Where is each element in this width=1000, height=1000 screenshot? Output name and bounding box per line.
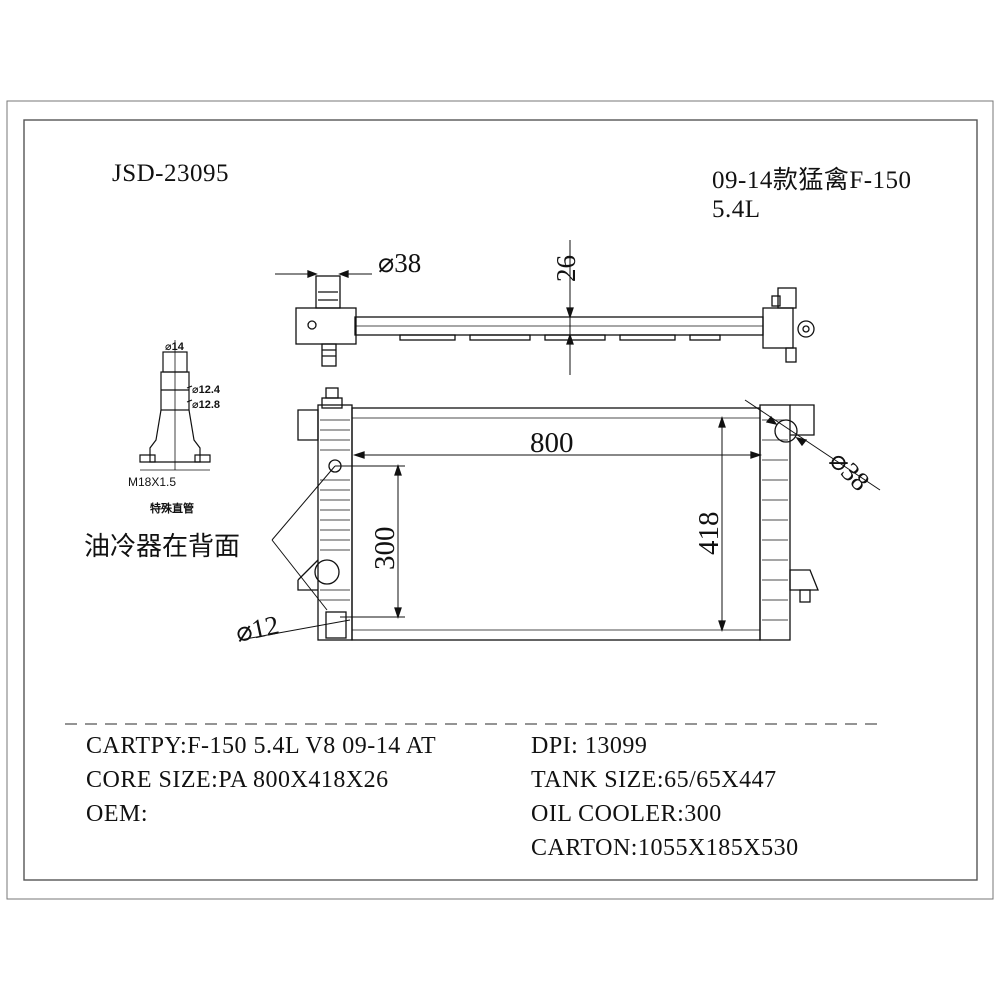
fitting-dia-mid: ⌀12.4 [192,384,221,396]
engine-size: 5.4L [712,196,761,223]
inner-frame [23,119,978,881]
dim-core-height: 418 [693,512,725,556]
dim-fitting-diameter: ⌀12 [233,610,282,648]
spec-dpi: DPI: 13099 [531,733,648,759]
dim-oil-cooler: 300 [369,527,401,571]
fitting-dia-top: ⌀14 [165,341,184,353]
top-view [275,240,815,375]
part-number: JSD-23095 [112,160,230,187]
outer-frame [6,100,994,900]
dim-inlet-diameter: ⌀38 [378,248,421,278]
dim-thickness: 26 [551,255,581,282]
model-title: 09-14款猛禽F-150 [712,167,912,194]
spec-oem: OEM: [86,801,148,827]
fitting-dia-low: ⌀12.8 [192,399,221,411]
fitting-thread: M18X1.5 [128,475,177,489]
dim-core-width: 800 [530,427,574,459]
spec-cartpy: CARTPY:F-150 5.4L V8 09-14 AT [86,733,437,759]
spec-tank-size: TANK SIZE:65/65X447 [531,767,777,793]
spec-carton: CARTON:1055X185X530 [531,835,799,861]
fitting-caption: 特殊直管 [150,503,194,515]
oil-cooler-note: 油冷器在背面 [84,532,241,562]
spec-core-size: CORE SIZE:PA 800X418X26 [86,767,389,793]
spec-oil-cooler: OIL COOLER:300 [531,801,722,827]
fitting-detail [139,340,211,471]
front-view [239,387,881,641]
dim-outlet-diameter: ⌀38 [824,445,876,497]
